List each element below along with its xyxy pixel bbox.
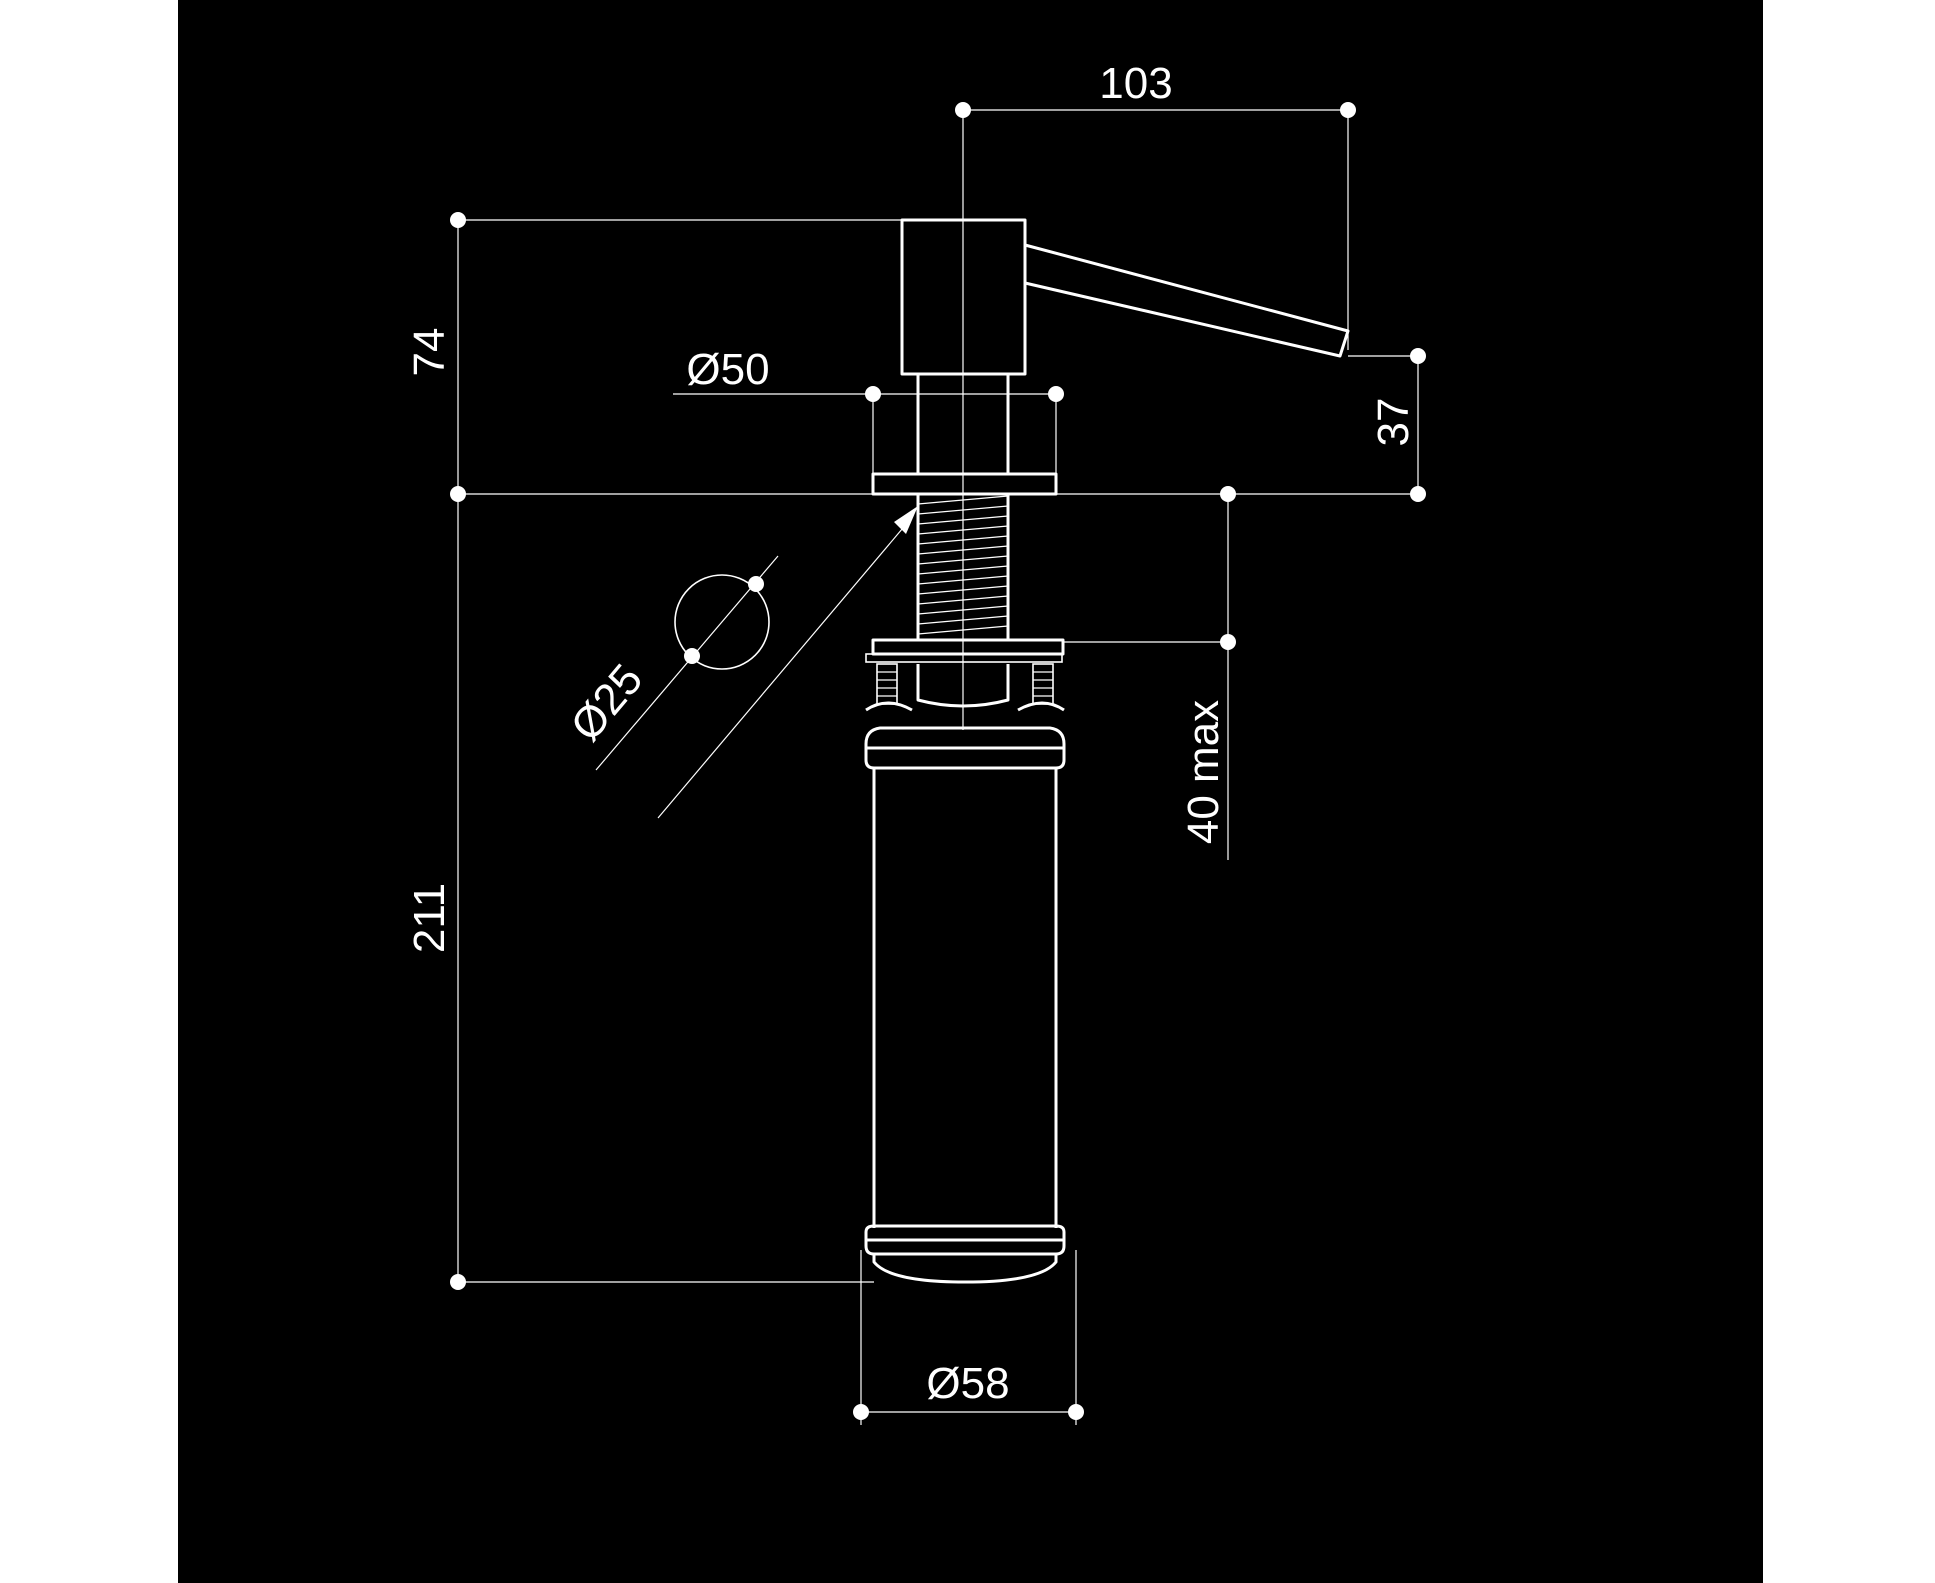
leader-arrow	[657, 521, 909, 819]
dimension-below-height: 211	[405, 494, 874, 1290]
clamp-screw-left	[865, 663, 913, 712]
soap-bottle	[864, 726, 1066, 1284]
drawing-panel	[178, 0, 1763, 1583]
dimension-label-bottle-diameter: Ø58	[926, 1359, 1009, 1408]
dimension-spout-reach: 103	[955, 59, 1356, 350]
dimension-label-collar-diameter: Ø50	[686, 345, 769, 394]
clamp-screw-right	[1017, 663, 1065, 712]
dimension-label-worktop-thickness: 40 max	[1179, 700, 1228, 844]
arrow-head	[894, 506, 918, 534]
dimension-collar-diameter: Ø50	[673, 345, 1064, 474]
mounting-hole	[674, 574, 770, 670]
dimension-bottle-diameter: Ø58	[853, 1250, 1084, 1425]
dimension-label-head-height: 74	[405, 328, 454, 377]
spout	[1024, 243, 1350, 358]
dimension-label-spout-reach: 103	[1099, 59, 1172, 108]
pump-neck	[916, 374, 1010, 474]
nut-plate	[865, 653, 1063, 663]
dimension-label-spout-height: 37	[1369, 398, 1418, 447]
dimension-worktop-thickness: 40 max	[1063, 486, 1236, 860]
dimension-label-below-height: 211	[405, 883, 454, 953]
dimension-spout-height: 37	[1348, 348, 1426, 494]
dimension-head-height: 74	[405, 212, 902, 494]
